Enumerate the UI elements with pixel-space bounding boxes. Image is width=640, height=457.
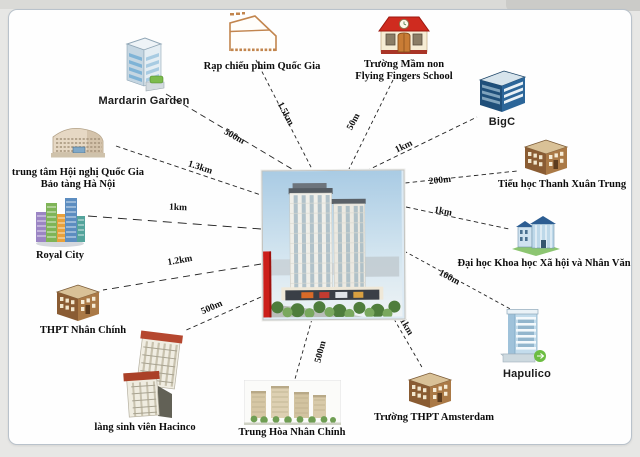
node-label-bigc: BigC: [488, 116, 516, 128]
red-roof-school-icon: [378, 14, 430, 57]
red-roof-blocks-photo-icon: [120, 328, 184, 420]
brown-school-icon: [55, 281, 101, 323]
cinema-outline-icon: [227, 11, 279, 59]
center-building-photo: [261, 169, 406, 321]
tower-cluster-photo-icon: [243, 379, 341, 426]
convention-label-line1: trung tâm Hội nghị Quốc Gia: [11, 167, 145, 178]
node-label-hacinco: làng sinh viên Hacinco: [94, 422, 196, 433]
node-label-royalcity: Royal City: [35, 250, 85, 261]
window-edge-strip: [0, 0, 640, 9]
node-label-tieuhoc: Tiểu học Thanh Xuân Trung: [497, 179, 627, 190]
node-label-daihoc: Đại học Khoa học Xã hội và Nhân Văn: [457, 258, 631, 269]
node-hapulico: Hapulico: [496, 308, 558, 381]
node-amsterdam: Trường THPT Amsterdam: [372, 370, 496, 424]
node-label-hapulico: Hapulico: [502, 368, 552, 380]
node-trunghoa: Trung Hòa Nhân Chính: [235, 379, 349, 439]
node-mandarin: Mardarin Garden: [84, 36, 204, 108]
node-hacinco: làng sinh viên Hacinco: [90, 328, 200, 434]
node-label-trunghoa: Trung Hòa Nhân Chính: [238, 427, 346, 438]
blue-office-block-icon: [476, 68, 528, 114]
node-label-amsterdam: Trường THPT Amsterdam: [373, 412, 495, 423]
kindergarten-label-line2: Flying Fingers School: [355, 71, 453, 83]
window-edge-tab: [506, 0, 640, 11]
node-cinema: Rạp chiếu phim Quốc Gia: [198, 11, 326, 73]
brown-school-icon: [407, 370, 453, 410]
node-label-mandarin: Mardarin Garden: [98, 95, 190, 107]
kindergarten-label-line1: Trường Mầm non: [363, 59, 445, 70]
convention-center-icon: [49, 123, 107, 165]
university-building-icon: [511, 212, 561, 256]
convention-label-line2: Bảo tàng Hà Nội: [40, 179, 116, 191]
office-tower-icon: [120, 36, 168, 93]
node-tieuhoc: Tiểu học Thanh Xuân Trung: [494, 137, 630, 191]
glass-tower-icon: [499, 308, 547, 366]
node-daihoc: Đại học Khoa học Xã hội và Nhân Văn: [452, 212, 636, 270]
node-bigc: BigC: [471, 68, 533, 129]
node-label-nhanchinh: THPT Nhân Chính: [39, 325, 127, 336]
brown-school-icon: [523, 137, 569, 177]
apartment-complex-photo: [262, 170, 403, 319]
node-nhanchinh: THPT Nhân Chính: [36, 281, 130, 337]
node-label-cinema: Rạp chiếu phim Quốc Gia: [203, 61, 321, 72]
distance-royalcity: 1km: [168, 202, 188, 214]
node-royalcity: Royal City: [30, 194, 90, 262]
colorful-towers-icon: [34, 194, 86, 248]
